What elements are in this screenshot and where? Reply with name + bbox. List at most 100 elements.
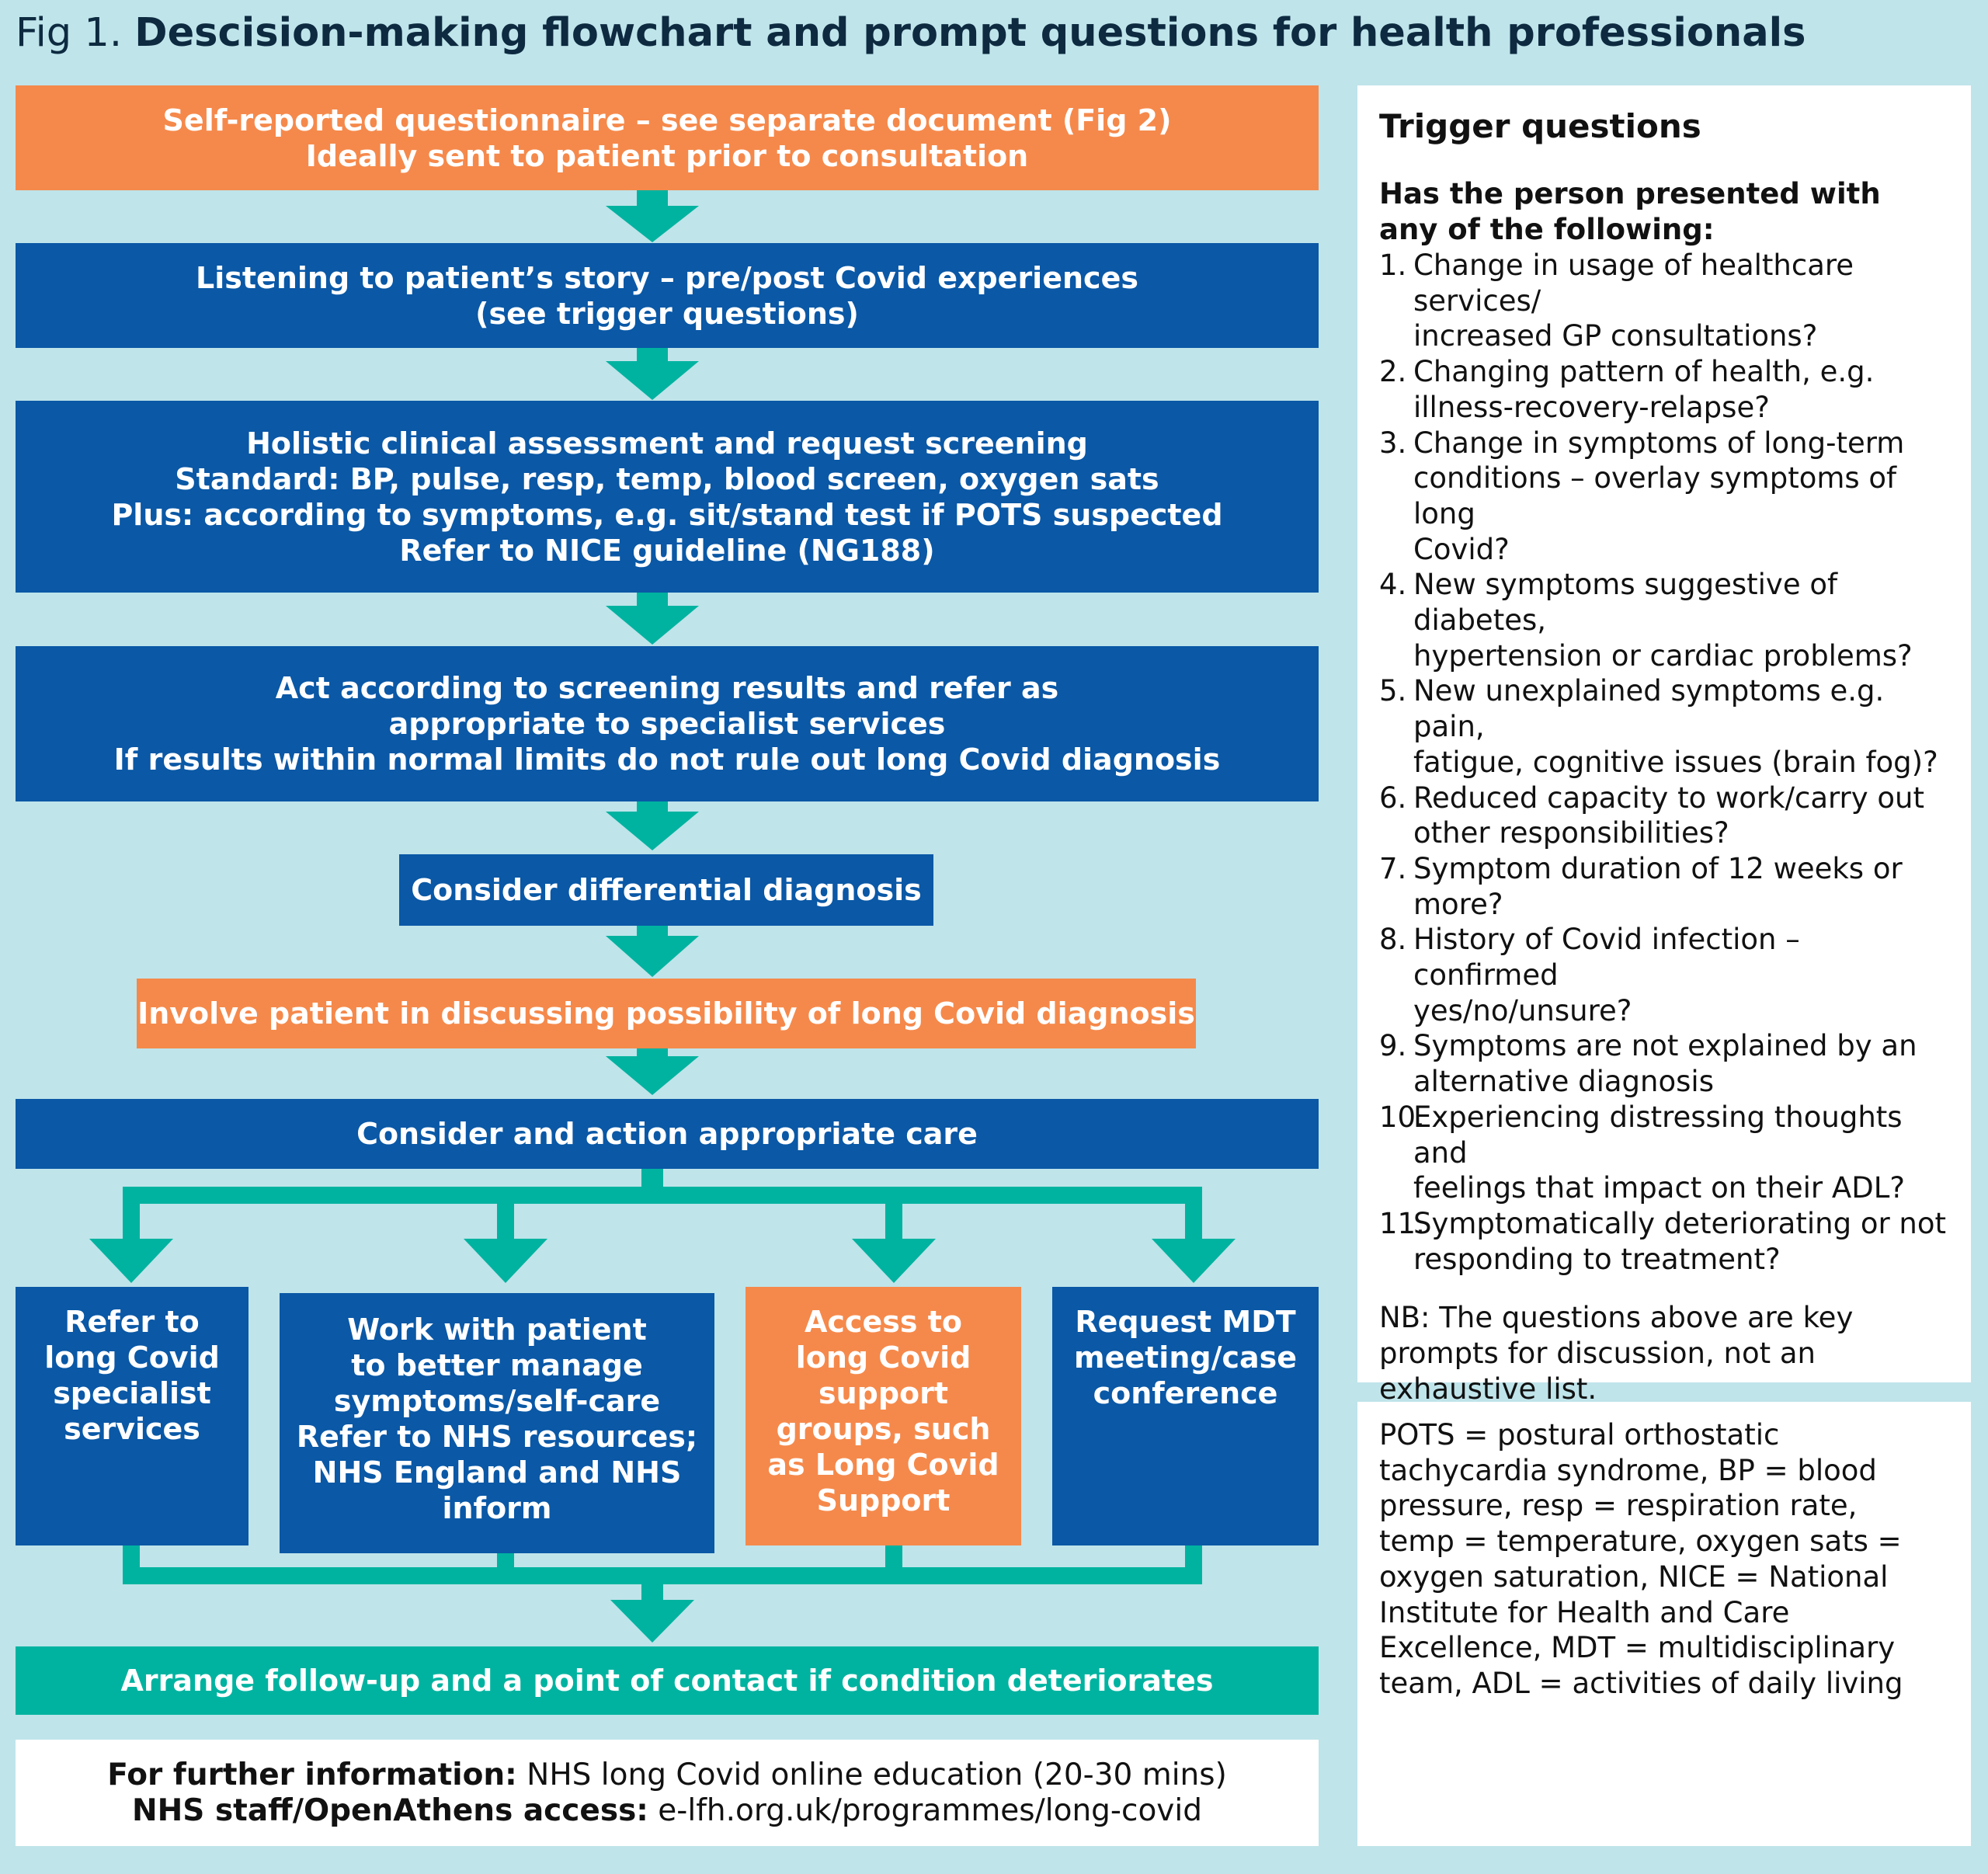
question-line: Symptom duration of 12 weeks or <box>1413 851 1903 885</box>
question-line: Experiencing distressing thoughts and <box>1413 1100 1903 1170</box>
further-info-text: NHS long Covid online education (20-30 m… <box>516 1757 1227 1792</box>
question-line: New unexplained symptoms e.g. pain, <box>1413 674 1885 744</box>
trigger-question-item: 2.Changing pattern of health, e.g.illnes… <box>1379 354 1949 425</box>
care-label: Consider and action appropriate care <box>356 1117 978 1151</box>
further-info-panel: For further information: NHS long Covid … <box>16 1740 1319 1846</box>
trigger-intro: Has the person presented with any of the… <box>1379 177 1881 246</box>
option-line: to better manage <box>351 1348 643 1382</box>
arrow-down-icon <box>606 801 699 850</box>
option-line: Access to <box>805 1305 962 1339</box>
option-line: Refer to NHS resources; <box>296 1420 698 1454</box>
mdt-meeting-box: Request MDT meeting/case conference <box>1052 1287 1319 1545</box>
option-line: NHS England and NHS <box>312 1455 682 1490</box>
arrow-down-icon <box>606 926 699 977</box>
question-number: 1. <box>1379 249 1407 282</box>
question-line: feelings that impact on their ADL? <box>1413 1171 1905 1205</box>
question-number: 3. <box>1379 426 1407 460</box>
question-text: New unexplained symptoms e.g. pain,fatig… <box>1413 673 1949 780</box>
assessment-line: Holistic clinical assessment and request… <box>246 426 1088 461</box>
question-line: other responsibilities? <box>1413 816 1729 850</box>
page-title: Fig 1. Descision-making flowchart and pr… <box>16 6 1972 61</box>
figure-title: Descision-making flowchart and prompt qu… <box>134 10 1806 56</box>
questionnaire-line: Self-reported questionnaire – see separa… <box>162 103 1172 137</box>
patient-story-line: Listening to patient’s story – pre/post … <box>196 260 1138 295</box>
patient-story-line: (see trigger questions) <box>475 296 859 331</box>
option-line: long Covid <box>44 1340 220 1375</box>
trigger-question-item: 10.Experiencing distressing thoughts and… <box>1379 1100 1949 1206</box>
question-line: Symptoms are not explained by an <box>1413 1029 1917 1063</box>
question-number: 2. <box>1379 355 1407 389</box>
arrow-down-icon <box>606 190 699 242</box>
question-text: New symptoms suggestive of diabetes,hype… <box>1413 567 1949 673</box>
question-line: conditions – overlay symptoms of long <box>1413 461 1897 530</box>
question-line: fatigue, cognitive issues (brain fog)? <box>1413 745 1938 779</box>
act-line: appropriate to specialist services <box>388 707 946 741</box>
involve-patient-box: Involve patient in discussing possibilit… <box>137 979 1196 1048</box>
differential-label: Consider differential diagnosis <box>411 873 922 907</box>
abbreviations-text: POTS = postural orthostatic tachycardia … <box>1379 1418 1903 1700</box>
act-line: If results within normal limits do not r… <box>113 742 1221 777</box>
figure-label: Fig 1. <box>16 10 135 56</box>
option-line: specialist <box>53 1376 211 1410</box>
questionnaire-line: Ideally sent to patient prior to consult… <box>305 138 1029 173</box>
trigger-question-item: 8.History of Covid infection – confirmed… <box>1379 922 1949 1028</box>
question-number: 11. <box>1379 1206 1425 1240</box>
involve-label: Involve patient in discussing possibilit… <box>137 996 1195 1031</box>
question-number: 7. <box>1379 851 1407 885</box>
further-info-line: For further information: NHS long Covid … <box>16 1758 1319 1793</box>
differential-diagnosis-box: Consider differential diagnosis <box>399 854 933 926</box>
trigger-question-item: 1.Change in usage of healthcare services… <box>1379 248 1949 354</box>
self-care-box: Work with patient to better manage sympt… <box>280 1293 714 1553</box>
questionnaire-box: Self-reported questionnaire – see separa… <box>16 85 1319 190</box>
abbreviations-panel: POTS = postural orthostatic tachycardia … <box>1357 1402 1971 1846</box>
question-number: 9. <box>1379 1029 1407 1063</box>
question-number: 8. <box>1379 923 1407 957</box>
question-line: Reduced capacity to work/carry out <box>1413 781 1925 815</box>
screening-results-box: Act according to screening results and r… <box>16 646 1319 801</box>
question-line: yes/no/unsure? <box>1413 993 1632 1027</box>
trigger-question-list: 1.Change in usage of healthcare services… <box>1379 248 1949 1277</box>
access-link[interactable]: e-lfh.org.uk/programmes/long-covid <box>648 1792 1202 1828</box>
option-line: Request MDT <box>1075 1305 1296 1339</box>
assessment-line: Refer to NICE guideline (NG188) <box>399 533 935 568</box>
question-line: Change in usage of healthcare services/ <box>1413 249 1854 318</box>
option-line: support <box>818 1376 949 1410</box>
trigger-title: Trigger questions <box>1379 107 1701 145</box>
question-line: Covid? <box>1413 532 1510 566</box>
assessment-line: Plus: according to symptoms, e.g. sit/st… <box>111 497 1223 532</box>
further-info-label: For further information: <box>107 1757 517 1792</box>
clinical-assessment-box: Holistic clinical assessment and request… <box>16 401 1319 593</box>
option-line: as Long Covid <box>767 1448 999 1482</box>
trigger-questions-panel: Trigger questions Has the person present… <box>1357 85 1971 1406</box>
option-line: groups, such <box>776 1412 991 1446</box>
question-number: 5. <box>1379 674 1407 708</box>
support-groups-box: Access to long Covid support groups, suc… <box>746 1287 1021 1545</box>
patient-story-box: Listening to patient’s story – pre/post … <box>16 243 1319 348</box>
question-line: New symptoms suggestive of diabetes, <box>1413 568 1838 638</box>
refer-specialist-box: Refer to long Covid specialist services <box>16 1287 248 1545</box>
option-line: conference <box>1093 1376 1278 1410</box>
access-label: NHS staff/OpenAthens access: <box>132 1792 648 1828</box>
question-line: History of Covid infection – confirmed <box>1413 923 1800 993</box>
question-line: illness-recovery-relapse? <box>1413 390 1770 424</box>
trigger-question-item: 4.New symptoms suggestive of diabetes,hy… <box>1379 567 1949 673</box>
assessment-line: Standard: BP, pulse, resp, temp, blood s… <box>175 461 1159 496</box>
access-info-line: NHS staff/OpenAthens access: e-lfh.org.u… <box>16 1793 1319 1829</box>
trigger-note: NB: The questions above are key prompts … <box>1379 1301 1854 1406</box>
question-line: hypertension or cardiac problems? <box>1413 638 1913 673</box>
question-line: increased GP consultations? <box>1413 319 1818 353</box>
option-line: services <box>64 1412 200 1446</box>
question-number: 10. <box>1379 1100 1425 1134</box>
arrow-down-icon <box>606 1048 699 1095</box>
question-line: responding to treatment? <box>1413 1242 1781 1276</box>
